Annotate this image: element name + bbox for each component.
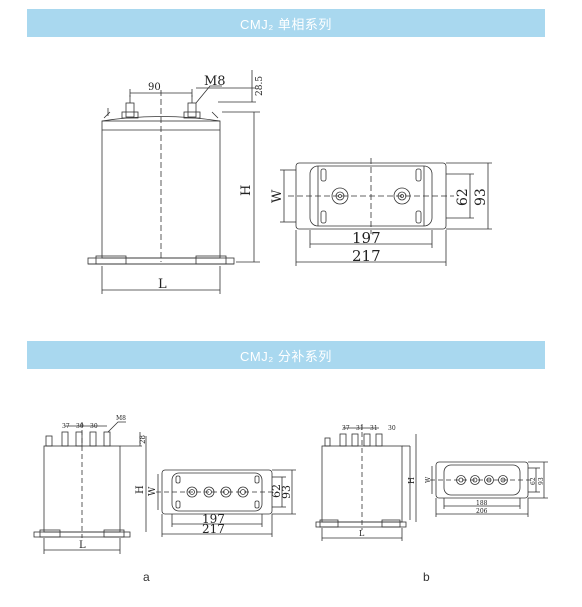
- label-a-dim-93: 93: [280, 485, 293, 499]
- caption-variant-b: b: [423, 570, 430, 584]
- section-banner-split-compensation: CMJ₂ 分补系列: [27, 341, 545, 369]
- single-phase-top-view: [280, 158, 492, 266]
- variant-b-top-view: [430, 461, 548, 517]
- label-b-dim-93: 93: [538, 477, 545, 485]
- section-title-single-phase: CMJ₂ 单相系列: [240, 16, 332, 32]
- label-a-height: H: [135, 485, 146, 494]
- label-b-dim-62: 62: [530, 477, 537, 485]
- label-thread-m8: M8: [204, 74, 226, 89]
- label-offset-28-5: 28.5: [255, 76, 265, 96]
- capacitor-lid: [101, 116, 221, 122]
- label-a-dim-197: 197: [202, 512, 225, 526]
- label-a-thread: M8: [116, 415, 126, 422]
- label-a-spacing-2: 30: [76, 423, 84, 430]
- label-a-spacing-1: 37: [62, 423, 70, 430]
- variant-a-top-view: [156, 469, 296, 537]
- single-phase-front-view: [87, 70, 260, 294]
- label-b-dim-188: 188: [476, 500, 488, 507]
- label-dim-217: 217: [352, 247, 381, 265]
- variant-a-front-view: [33, 421, 147, 554]
- label-b-spacing-2: 31: [356, 425, 364, 432]
- variant-a-terminals: [45, 425, 111, 447]
- variant-b-terminals: [324, 427, 383, 447]
- label-spacing-90: 90: [148, 82, 161, 93]
- label-a-spacing-3: 30: [90, 423, 98, 430]
- label-b-spacing-1: 37: [342, 425, 350, 432]
- label-b-offset: 30: [388, 425, 396, 432]
- label-dim-62: 62: [455, 188, 471, 206]
- caption-variant-a: a: [143, 570, 150, 584]
- terminal-right: [183, 95, 201, 119]
- label-a-length: L: [79, 540, 86, 551]
- label-b-dim-206: 206: [476, 508, 488, 515]
- label-b-spacing-3: 31: [370, 425, 378, 432]
- section-banner-single-phase: CMJ₂ 单相系列: [27, 9, 545, 37]
- label-a-width: W: [148, 486, 158, 496]
- label-width-W: W: [270, 189, 285, 203]
- label-b-width: W: [425, 476, 432, 483]
- label-a-dim-217: 217: [202, 522, 225, 536]
- section-title-split-compensation: CMJ₂ 分补系列: [240, 348, 332, 364]
- label-b-height: H: [407, 477, 416, 484]
- label-a-offset: 28: [139, 435, 147, 444]
- variant-b-front-view: [315, 424, 417, 541]
- terminal-left: [121, 95, 139, 119]
- label-dim-197: 197: [352, 229, 381, 247]
- label-a-dim-62: 62: [270, 484, 283, 498]
- label-height-H: H: [239, 185, 254, 196]
- m8-leader: [195, 85, 222, 104]
- label-length-L: L: [158, 277, 167, 292]
- label-b-length: L: [359, 529, 365, 538]
- label-dim-93: 93: [473, 188, 489, 206]
